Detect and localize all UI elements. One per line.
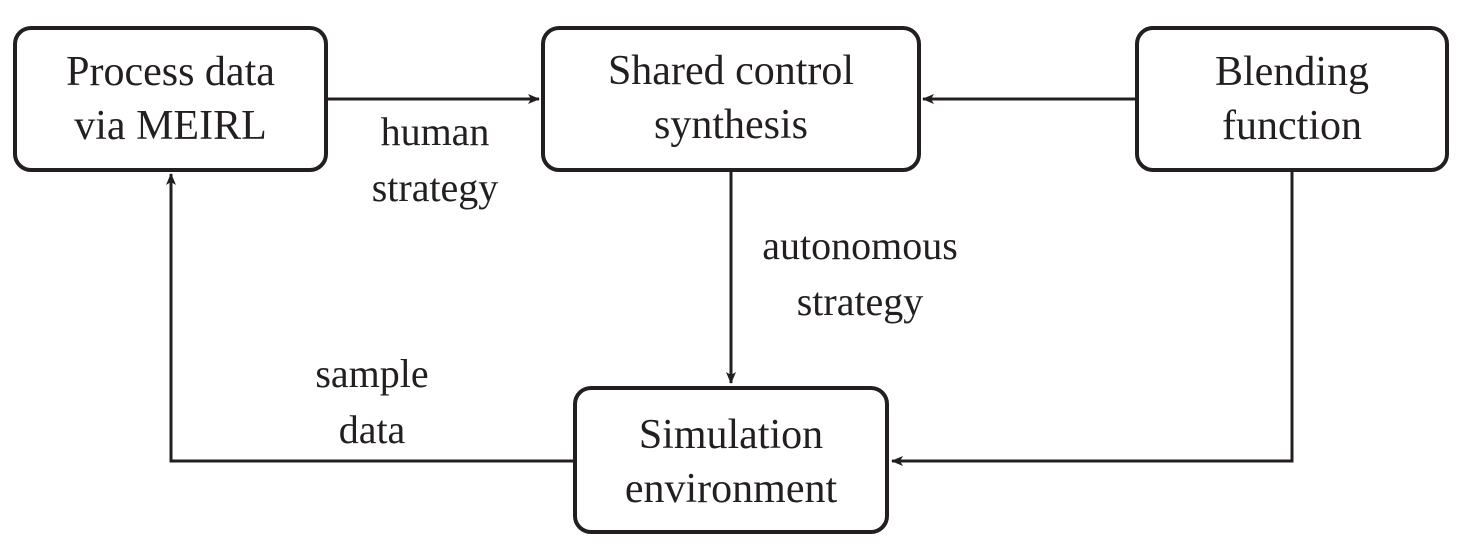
process-data-line2: via MEIRL	[74, 103, 267, 149]
process-data-node: Process data via MEIRL	[13, 26, 328, 172]
process-data-line1: Process data	[66, 49, 275, 95]
shared-control-line1: Shared control	[607, 48, 855, 94]
autonomous-strategy-label: autonomous strategy	[740, 218, 980, 330]
autonomous-strategy-line2: strategy	[796, 279, 924, 324]
human-strategy-label: human strategy	[355, 104, 515, 216]
simulation-line1: Simulation	[638, 412, 824, 458]
blending-function-node: Blending function	[1135, 26, 1449, 172]
arrow-sample-data	[166, 173, 573, 463]
sample-data-label: sample data	[290, 346, 454, 458]
human-strategy-line2: strategy	[371, 165, 499, 210]
sample-data-line2: data	[338, 407, 406, 452]
autonomous-strategy-line1: autonomous	[762, 223, 958, 268]
shared-control-line2: synthesis	[653, 102, 808, 148]
blending-line1: Blending	[1215, 49, 1369, 95]
simulation-environment-node: Simulation environment	[573, 386, 889, 534]
simulation-line2: environment	[624, 466, 838, 512]
blending-line2: function	[1222, 103, 1362, 149]
human-strategy-line1: human	[380, 109, 490, 154]
sample-data-line1: sample	[315, 351, 429, 396]
arrow-blending-to-simulation	[891, 172, 1294, 466]
shared-control-node: Shared control synthesis	[541, 26, 921, 172]
